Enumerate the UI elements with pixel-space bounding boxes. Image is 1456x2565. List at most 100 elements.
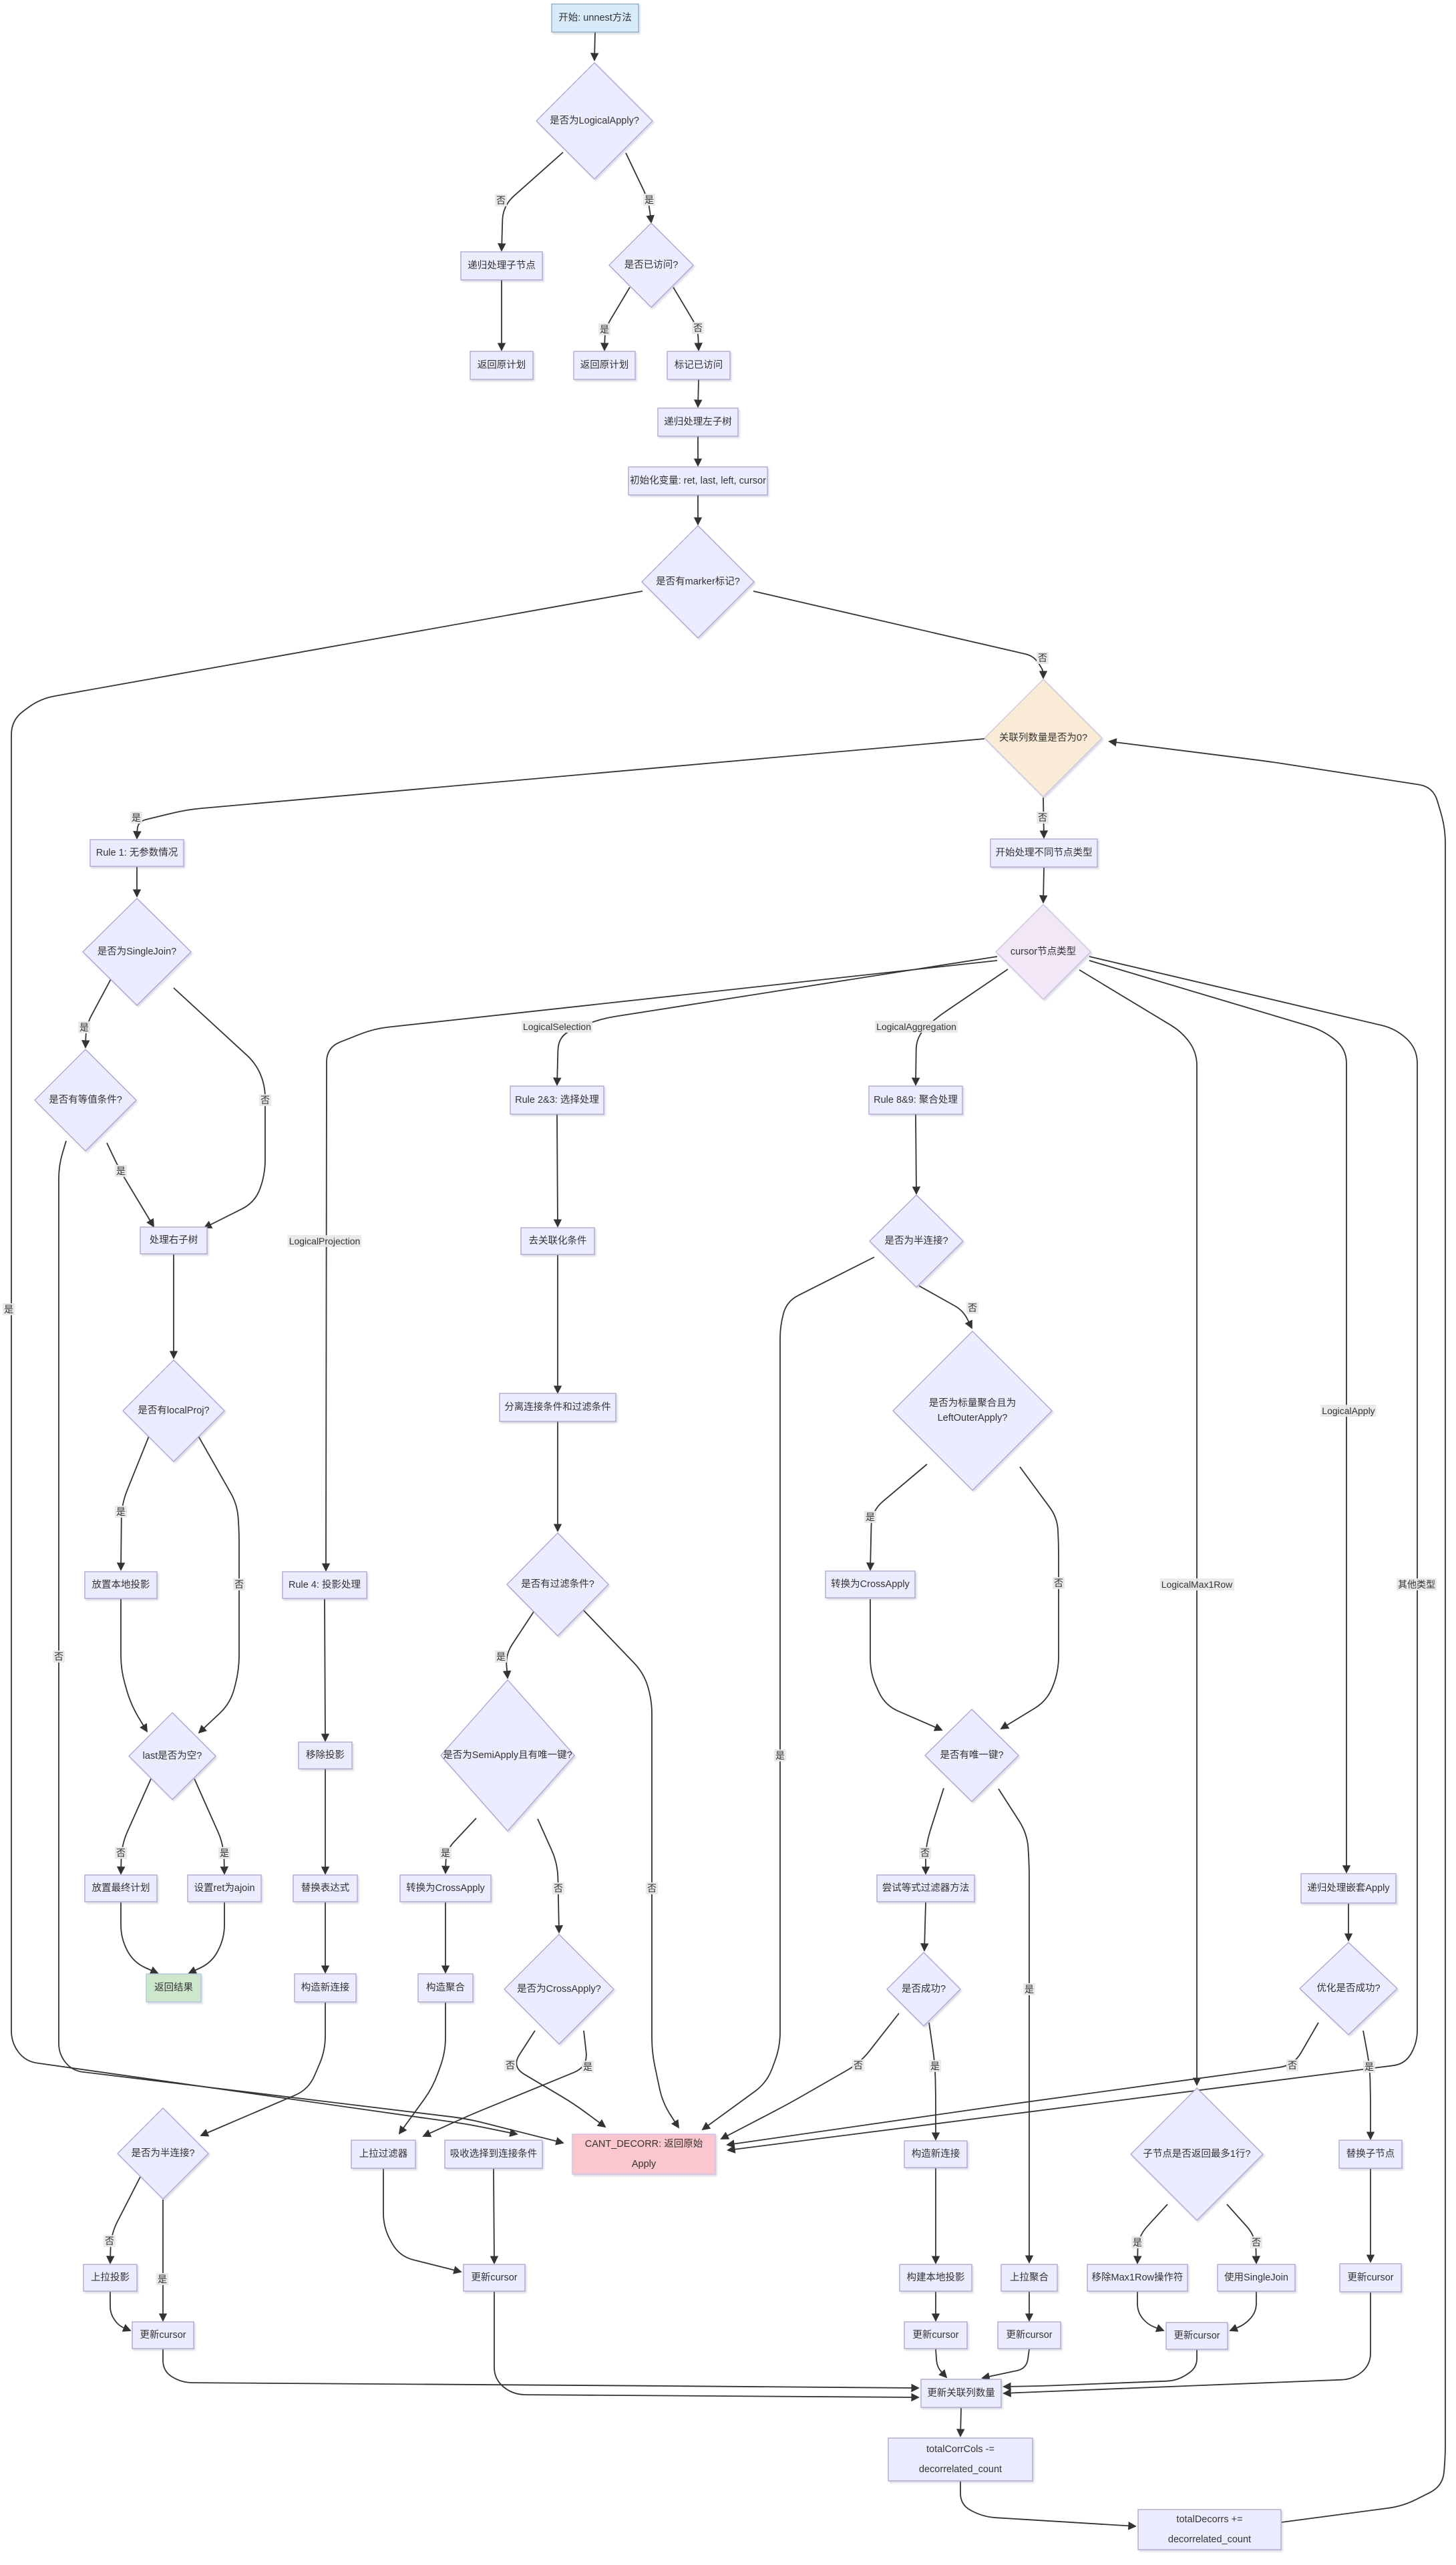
node-label-build-local-proj: 构建本地投影 [907, 2272, 965, 2283]
node-label-total-corr-cols: decorrelated_count [919, 2464, 1002, 2475]
node-rule4: Rule 4: 投影处理 [282, 1571, 367, 1599]
edge-label-bg [3, 1303, 15, 1315]
node-build-new-join-2: 构造新连接 [904, 2140, 968, 2168]
edge-label-text: 是 [132, 812, 141, 823]
node-label-rule89: Rule 8&9: 聚合处理 [874, 1094, 958, 1105]
node-process-right: 处理右子树 [140, 1226, 208, 1254]
node-label-pull-up-agg: 上拉聚合 [1010, 2272, 1049, 2283]
edge-label-text: 是 [645, 194, 654, 205]
node-update-cursor-agg1: 更新cursor [904, 2321, 968, 2349]
edge-to-crossapply-2--has-unique-key [870, 1599, 943, 1731]
edge-label-text: LogicalApply [1322, 1405, 1375, 1416]
node-shape-update-corr-count [920, 2379, 1002, 2408]
edge-mark-visited--recurse-left [693, 379, 703, 408]
edge-label-text: 否 [1038, 812, 1047, 823]
node-label-replace-expr: 替换表达式 [301, 1882, 350, 1894]
edge-label-text: 否 [260, 1095, 270, 1105]
edge-is-crossapply--pull-up-filter [422, 2030, 587, 2138]
node-update-corr-count: 更新关联列数量 [920, 2379, 1002, 2408]
node-remove-max1row: 移除Max1Row操作符 [1087, 2264, 1188, 2292]
edge-label-is-scalar-agg-loa--to-crossapply-2: 是 [864, 1511, 876, 1523]
node-shape-last-empty [128, 1712, 216, 1800]
node-label-recurse-children: 递归处理子节点 [468, 260, 536, 271]
node-shape-process-right [140, 1226, 208, 1254]
node-label-total-decorrs: totalDecorrs += [1176, 2514, 1242, 2525]
edge-last-empty--place-final-plan [116, 1778, 152, 1875]
node-is-success: 是否成功? [886, 1952, 961, 2027]
edge-label-text: 否 [1038, 653, 1047, 663]
node-shape-remove-proj [298, 1741, 353, 1769]
node-shape-update-cursor-sel [463, 2264, 526, 2292]
edge-label-text: 否 [693, 323, 703, 333]
edge-label-bg [643, 194, 655, 206]
edge-label-cursor-type--recurse-nested-apply: LogicalApply [1320, 1405, 1377, 1417]
edge-label-opt-success--cant-decorr: 否 [1286, 2059, 1298, 2071]
node-recurse-left: 递归处理左子树 [657, 407, 739, 437]
node-label-pull-up-proj: 上拉投影 [91, 2272, 130, 2283]
edge-label-bg [115, 1165, 127, 1177]
node-shape-has-filter-cond [506, 1532, 609, 1637]
node-total-corr-cols: totalCorrCols -=decorrelated_count [888, 2437, 1033, 2482]
edge-label-text: 是 [1025, 1984, 1034, 1995]
node-is-visited: 是否已访问? [608, 222, 694, 308]
node-has-filter-cond: 是否有过滤条件? [506, 1532, 609, 1637]
node-label-has-eq-cond: 是否有等值条件? [49, 1093, 122, 1105]
edge-has-local-proj--last-empty [198, 1435, 240, 1734]
node-label-build-new-join-2: 构造新连接 [912, 2148, 960, 2160]
edge-label-text: 否 [554, 1883, 563, 1894]
edge-label-is-single-join--has-eq-cond: 是 [78, 1021, 90, 1033]
edge-remove-max1row--update-cursor-max [1137, 2292, 1165, 2333]
node-label-update-corr-count: 更新关联列数量 [927, 2387, 995, 2399]
node-shape-remove-max1row [1087, 2264, 1188, 2292]
edge-label-is-visited--mark-visited: 否 [692, 322, 704, 334]
node-label-recurse-left: 递归处理左子树 [664, 416, 732, 428]
node-label-start: 开始: unnest方法 [558, 12, 632, 23]
node-shape-replace-child [1338, 2140, 1403, 2169]
edge-label-bg [78, 1021, 90, 1033]
edge-label-is-logical-apply--is-visited: 是 [643, 194, 655, 206]
node-absorb-selection: 吸收选择到连接条件 [444, 2140, 543, 2169]
edge-label-is-visited--return-plan-2: 是 [598, 323, 610, 335]
node-label-decorr-cond: 去关联化条件 [529, 1235, 587, 1246]
node-is-single-join: 是否为SingleJoin? [82, 898, 192, 1006]
node-label-is-single-join: 是否为SingleJoin? [98, 946, 176, 957]
edge-label-has-filter-cond--cant-decorr: 否 [646, 1882, 658, 1894]
node-label-to-crossapply-1: 转换为CrossApply [406, 1882, 485, 1894]
node-label-mark-visited: 标记已访问 [675, 359, 723, 371]
edge-label-is-single-join--process-right: 否 [259, 1094, 271, 1106]
edge-label-is-semijoin-agg--is-scalar-agg-loa: 否 [966, 1302, 978, 1314]
edge-label-bg [852, 2059, 864, 2071]
edge-label-is-logical-apply--recurse-children: 否 [495, 194, 507, 206]
edge-update-cursor-sel--update-corr-count [494, 2292, 920, 2402]
node-shape-opt-success [1299, 1942, 1398, 2035]
node-shape-total-corr-cols [888, 2437, 1033, 2482]
edge-is-single-join--has-eq-cond [81, 977, 112, 1049]
edge-label-bg [598, 323, 610, 335]
node-use-single-join: 使用SingleJoin [1217, 2264, 1296, 2292]
edge-has-local-proj--place-local-proj [116, 1435, 150, 1571]
node-corr-zero: 关联列数量是否为0? [984, 679, 1103, 798]
node-place-local-proj: 放置本地投影 [84, 1571, 158, 1599]
edge-cursor-type--rule4 [321, 960, 998, 1572]
edge-has-eq-cond--process-right [106, 1142, 154, 1228]
node-shape-split-conds [499, 1393, 616, 1422]
edge-label-bg [1250, 2236, 1262, 2248]
edge-label-text: 否 [54, 1651, 63, 1662]
edge-place-final-plan--return-result [120, 1902, 159, 1975]
node-label-init-vars: 初始化变量: ret, last, left, cursor [630, 475, 766, 486]
edge-label-is-scalar-agg-loa--has-unique-key: 否 [1053, 1577, 1065, 1589]
edge-label-bg [875, 1021, 958, 1033]
node-child-max1row: 子节点是否返回最多1行? [1130, 2087, 1264, 2221]
edge-is-semijoin-agg--cant-decorr [701, 1256, 875, 2131]
node-shape-init-vars [628, 466, 768, 496]
node-label-rule23: Rule 2&3: 选择处理 [515, 1094, 599, 1105]
edge-label-bg [115, 1506, 127, 1518]
node-update-cursor-apply: 更新cursor [1339, 2263, 1402, 2292]
node-label-absorb-selection: 吸收选择到连接条件 [450, 2148, 538, 2160]
node-return-result: 返回结果 [146, 1973, 202, 2003]
node-is-logical-apply: 是否为LogicalApply? [536, 62, 653, 180]
node-build-agg: 构造聚合 [417, 1973, 474, 2003]
node-shape-child-max1row [1130, 2087, 1264, 2221]
edge-label-text: 是 [220, 1848, 229, 1858]
